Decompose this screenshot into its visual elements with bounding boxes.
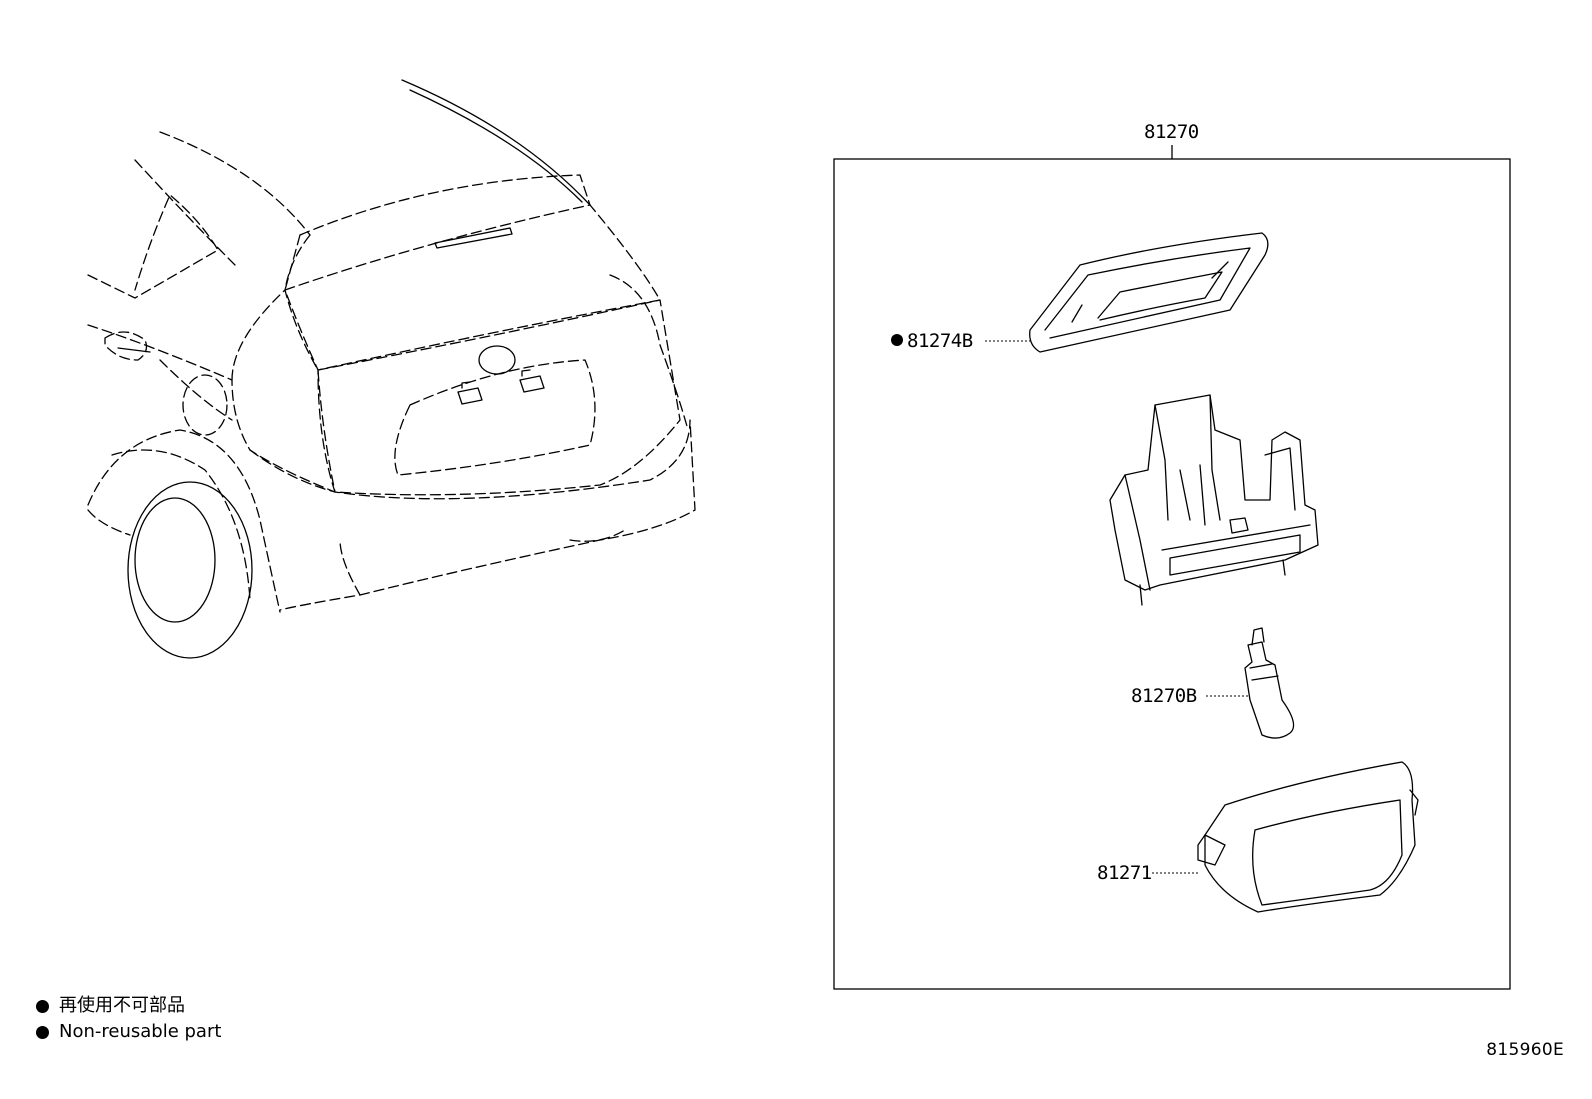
legend-bullet-icon bbox=[36, 1025, 49, 1039]
part-label-lens: 81271 bbox=[1097, 862, 1152, 884]
leader-lines bbox=[985, 340, 1250, 874]
assembly-box bbox=[833, 145, 1511, 990]
lamp-housing-drawing bbox=[1109, 394, 1319, 606]
bulb-drawing bbox=[1244, 627, 1295, 739]
part-label-bulb: 81270B bbox=[1131, 685, 1197, 707]
legend-text-en: Non-reusable part bbox=[59, 1021, 222, 1042]
legend-text-jp: 再使用不可部品 bbox=[59, 995, 185, 1016]
non-reusable-marker-icon bbox=[891, 334, 903, 346]
legend-item-jp: 再使用不可部品 bbox=[36, 994, 185, 1018]
part-label-gasket: 81274B bbox=[891, 330, 973, 352]
legend-item-en: Non-reusable part bbox=[36, 1020, 221, 1044]
figure-id: 815960E bbox=[1486, 1040, 1564, 1060]
vehicle-rear-illustration bbox=[87, 79, 696, 659]
lens-drawing bbox=[1197, 761, 1419, 913]
gasket-drawing bbox=[1029, 232, 1269, 353]
legend-bullet-icon bbox=[36, 999, 49, 1013]
gasket-part-number: 81274B bbox=[907, 330, 973, 352]
part-label-assembly: 81270 bbox=[1144, 121, 1199, 143]
